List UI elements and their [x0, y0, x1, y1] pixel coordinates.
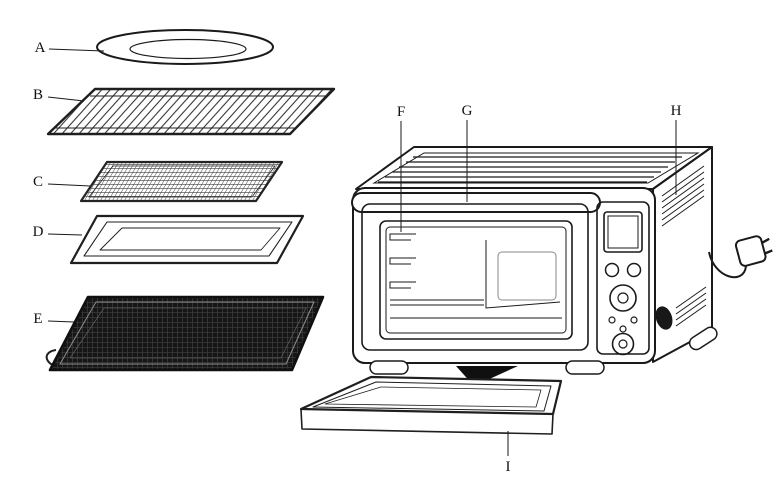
lcd-display-inner	[607, 215, 639, 249]
label-d: D	[33, 224, 44, 240]
side-vent-lower	[675, 286, 707, 327]
side-badge	[655, 306, 673, 330]
power-cord-and-plug	[708, 235, 773, 279]
button-2	[630, 316, 638, 324]
lower-dial	[611, 332, 635, 356]
main-dial	[609, 284, 637, 312]
label-g: G	[462, 103, 473, 119]
label-a: A	[35, 40, 46, 56]
oven-top-face	[355, 146, 713, 190]
leader-lines	[47, 48, 677, 456]
oven-front-face	[352, 187, 656, 364]
label-h: H	[671, 103, 682, 119]
leader-line-d	[47, 233, 83, 236]
small-knob-left	[604, 262, 620, 278]
label-i: I	[506, 459, 511, 475]
oven-foot-back	[688, 326, 718, 351]
leader-line-e	[47, 320, 75, 323]
part-letters: A B C D E F G H I	[33, 40, 682, 475]
oven-top-slats	[378, 156, 682, 183]
plug-prong-bottom	[764, 249, 773, 255]
oven-foot-right	[565, 360, 605, 375]
label-b: B	[33, 87, 43, 103]
part-b-wire-rack	[46, 87, 336, 136]
lcd-display	[603, 211, 643, 253]
control-panel	[596, 201, 650, 356]
rack-guide-1	[389, 233, 416, 241]
button-1	[608, 316, 616, 324]
part-d-baking-pan	[69, 214, 305, 265]
leader-line-c	[47, 183, 91, 187]
side-vent-upper	[661, 165, 705, 227]
leader-line-b	[47, 96, 85, 102]
leader-line-a	[48, 48, 105, 52]
label-c: C	[33, 174, 43, 190]
power-cord	[708, 251, 747, 279]
rack-guide-2	[389, 257, 416, 265]
small-knob-right	[626, 262, 642, 278]
oven-foot-left	[369, 360, 409, 375]
part-e-airfry-basket	[45, 295, 325, 372]
button-3	[619, 325, 627, 333]
oven-door	[361, 203, 589, 351]
rack-guide-3	[389, 281, 416, 289]
oven-illustration	[351, 146, 718, 386]
oven-interior	[389, 233, 562, 319]
oven-door-handle	[351, 192, 601, 213]
label-f: F	[397, 104, 405, 120]
plug-prong-top	[761, 237, 770, 244]
power-plug	[734, 235, 773, 267]
oven-side-face	[652, 146, 718, 363]
part-a-oval-pan	[96, 29, 274, 65]
part-i-crumb-tray	[299, 375, 563, 435]
part-c-mesh-rack	[79, 160, 284, 203]
label-e: E	[33, 311, 42, 327]
